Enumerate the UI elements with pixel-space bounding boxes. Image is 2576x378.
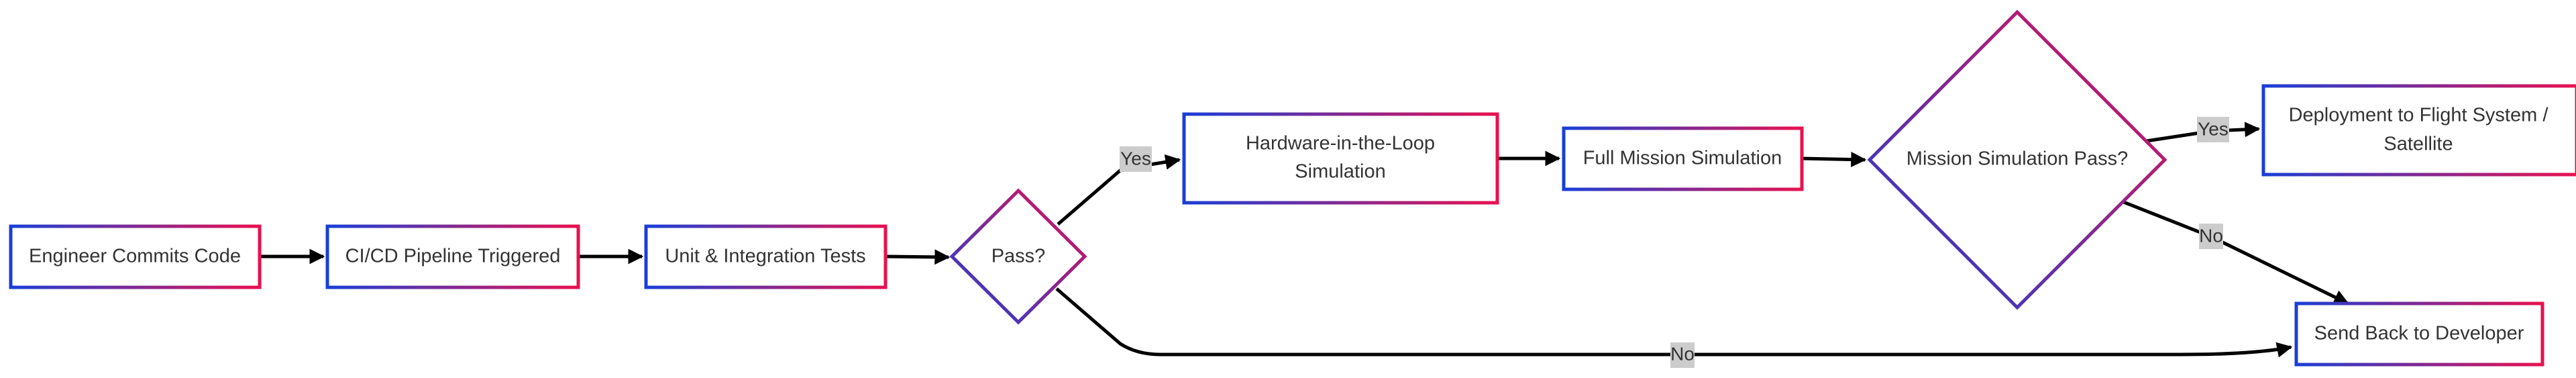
edge-label-text: Yes [2198, 118, 2229, 139]
node-label-line1: Hardware-in-the-Loop [1246, 133, 1435, 154]
node-label: Send Back to Developer [2314, 323, 2524, 344]
edge-label-text: No [1670, 343, 1695, 364]
node-label: Pass? [991, 246, 1046, 267]
node-label: Unit & Integration Tests [665, 246, 865, 267]
node-send-back-to-developer[interactable]: Send Back to Developer [2294, 301, 2544, 367]
nodes: Engineer Commits Code CI/CD Pipeline Tri… [9, 9, 2576, 367]
edge-missionpass-to-sendback-no [2121, 199, 2350, 305]
edge-fullsim-to-missionpass [1801, 152, 1867, 168]
edge-pass-to-hil-yes [1057, 154, 1181, 226]
node-label: CI/CD Pipeline Triggered [345, 246, 561, 267]
node-unit-integration-tests[interactable]: Unit & Integration Tests [644, 224, 888, 289]
node-mission-simulation-pass-decision[interactable]: Mission Simulation Pass? [1867, 9, 2167, 310]
node-cicd-pipeline-triggered[interactable]: CI/CD Pipeline Triggered [325, 224, 580, 289]
node-label-line1: Deployment to Flight System / [2289, 105, 2549, 126]
edge-label-mission-no: No [2199, 224, 2223, 249]
node-label-line2: Simulation [1295, 161, 1385, 183]
node-deployment-to-flight-system[interactable]: Deployment to Flight System / Satellite [2261, 84, 2576, 177]
node-label: Mission Simulation Pass? [1907, 148, 2128, 170]
edge-pass-to-sendback-no [1055, 287, 2293, 358]
edge-label-text: No [2199, 225, 2223, 246]
edge-label-mission-yes: Yes [2197, 117, 2229, 142]
edges [260, 122, 2350, 358]
node-label-line2: Satellite [2383, 134, 2453, 155]
node-engineer-commits-code[interactable]: Engineer Commits Code [9, 224, 262, 289]
node-hardware-in-the-loop[interactable]: Hardware-in-the-Loop Simulation [1182, 112, 1499, 205]
node-pass-decision[interactable]: Pass? [949, 188, 1087, 325]
node-full-mission-simulation[interactable]: Full Mission Simulation [1562, 126, 1804, 191]
edge-label-text: Yes [1120, 148, 1151, 169]
edge-label-pass-yes: Yes [1120, 146, 1152, 172]
edge-tests-to-pass [885, 249, 951, 265]
edge-labels: Yes No Yes No [1120, 117, 2229, 368]
node-label: Engineer Commits Code [29, 246, 241, 267]
edge-label-pass-no: No [1670, 342, 1695, 368]
node-label: Full Mission Simulation [1583, 148, 1782, 169]
